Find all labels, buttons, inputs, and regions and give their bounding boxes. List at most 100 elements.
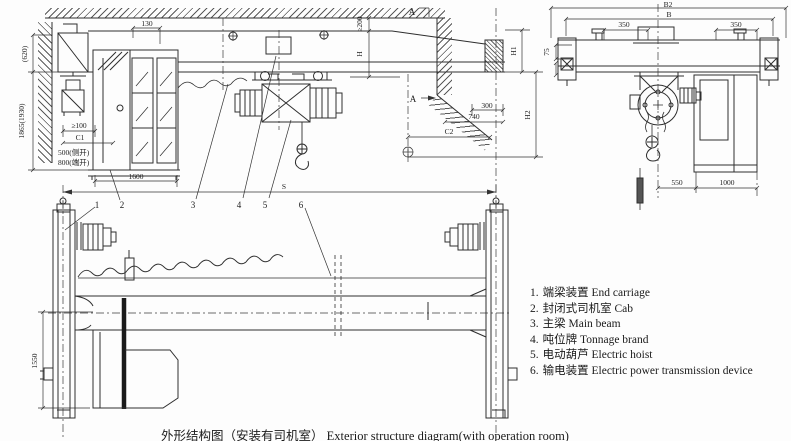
plan-view-dimensions <box>38 309 93 411</box>
top-cabinet <box>633 26 679 44</box>
dim-1550: 1550 <box>30 353 39 368</box>
dim-130: 130 <box>141 19 153 28</box>
end-view-axes <box>657 4 758 198</box>
dim-740: 740 <box>468 112 480 121</box>
dim-620-line <box>28 32 60 75</box>
dim-350l-line <box>601 27 651 40</box>
right-wall-hatch <box>437 18 452 95</box>
legend-number: 2. <box>530 302 539 315</box>
legend-number: 5. <box>530 349 539 362</box>
hook <box>294 144 309 170</box>
left-end-carriage-plan <box>40 203 76 419</box>
parts-legend: 1.端梁装置 End carriage 2.封闭式司机室 Cab 3.主梁 Ma… <box>530 286 788 380</box>
end-view <box>557 26 780 210</box>
dim-min200: ≥200 <box>355 16 364 32</box>
main-view <box>45 17 505 180</box>
festoon-wire-front <box>177 77 248 89</box>
dim-1000: 1000 <box>720 178 735 187</box>
dim-1600: 1600 <box>129 172 144 181</box>
chains <box>645 111 666 136</box>
window-glare <box>135 71 173 157</box>
lug-hole <box>319 30 329 40</box>
hoist-body <box>234 83 343 123</box>
legend-label: 吨位牌 Tonnage brand <box>542 333 649 346</box>
buffers <box>591 28 747 40</box>
dim-620: (620) <box>20 45 29 62</box>
section-a-arrow <box>428 95 436 101</box>
legend-number: 6. <box>530 364 539 377</box>
dim-c2-line <box>405 134 493 140</box>
dim-1600-line <box>92 175 180 187</box>
drum-bolt <box>642 102 648 108</box>
hook-position-circle <box>402 146 414 158</box>
right-end-carriage-plan <box>485 203 518 419</box>
legend-item-power-transmission: 6.输电装置 Electric power transmission devic… <box>530 364 788 380</box>
legend-number: 1. <box>530 287 539 299</box>
callout-1: 1 <box>95 200 100 210</box>
legend-label: 电动葫芦 Electric hoist <box>542 349 653 362</box>
right-buffer-plan <box>492 197 500 205</box>
main-view-dimensions <box>28 7 543 277</box>
end-view-centerline <box>657 4 758 198</box>
building-lines <box>45 17 493 163</box>
dim-b2-line <box>548 5 789 38</box>
dim-350-right: 350 <box>730 20 742 29</box>
dim-min100: ≥100 <box>71 121 87 130</box>
dim-c2: C2 <box>445 127 454 136</box>
right-travel-motor <box>444 222 485 251</box>
dim-min100-line <box>60 125 98 137</box>
callout-numbers: 1 2 3 4 5 6 <box>95 200 304 210</box>
hoist-trolley <box>252 72 332 81</box>
left-wall-hatch <box>38 22 52 163</box>
trolley-wheel <box>313 71 323 81</box>
position-centerlines <box>62 8 497 215</box>
dim-1865-line <box>28 72 88 173</box>
end-view-dimensions <box>548 5 789 193</box>
rail-centerlines <box>48 185 510 440</box>
callout-5: 5 <box>263 200 268 210</box>
main-view-centerlines <box>62 8 497 215</box>
callout-2: 2 <box>120 200 125 210</box>
ceiling-hatch <box>45 8 445 18</box>
dim-75-line <box>553 42 572 78</box>
dim-b-line <box>563 16 776 36</box>
dim-h2: H2 <box>523 110 532 119</box>
wall-bracket-hatch <box>485 40 503 72</box>
callout-leaders <box>64 55 332 277</box>
legend-item-cab: 2.封闭式司机室 Cab <box>530 302 788 318</box>
tonnage-plate <box>265 36 292 55</box>
dim-740-line <box>442 119 506 125</box>
dimension-labels: 130 (620) 1865(1930) ≥100 C1 500(侧开) 800… <box>17 0 742 369</box>
festoon-wave <box>77 254 284 278</box>
main-beam-plan <box>74 288 487 338</box>
dim-1865: 1865(1930) <box>17 103 26 138</box>
legend-number: 3. <box>530 318 539 331</box>
cab-end-view <box>693 74 758 173</box>
callout-6: 6 <box>299 200 304 210</box>
cab-front <box>88 49 180 180</box>
dim-b2: B2 <box>664 0 673 9</box>
end-trucks <box>557 37 779 86</box>
legend-number: 4. <box>530 333 539 346</box>
dim-1550-line <box>38 309 93 411</box>
dim-min200-line <box>366 15 372 34</box>
section-a-marks <box>419 7 434 99</box>
door-handle <box>116 104 124 112</box>
left-end-truck <box>57 23 89 116</box>
dim-side-opening: 500(侧开) <box>58 147 90 157</box>
legend-item-tonnage-brand: 4.吨位牌 Tonnage brand <box>530 333 788 349</box>
section-a-bottom: A <box>410 94 417 104</box>
legend-label: 封闭式司机室 Cab <box>542 302 634 315</box>
legend-item-main-beam: 3.主梁 Main beam <box>530 317 788 333</box>
legend-item-end-carriage: 1.端梁装置 End carriage <box>530 286 788 302</box>
main-beam <box>88 30 505 73</box>
drawing-caption: 外形结构图（安装有司机室） Exterior structure diagram… <box>161 429 569 441</box>
dim-c1: C1 <box>76 133 85 142</box>
dim-75: 75 <box>542 48 551 56</box>
lug-cross <box>228 30 329 41</box>
legend-label: 端梁装置 End carriage <box>542 287 650 299</box>
dim-300: 300 <box>481 101 493 110</box>
dim-550: 550 <box>671 178 683 187</box>
